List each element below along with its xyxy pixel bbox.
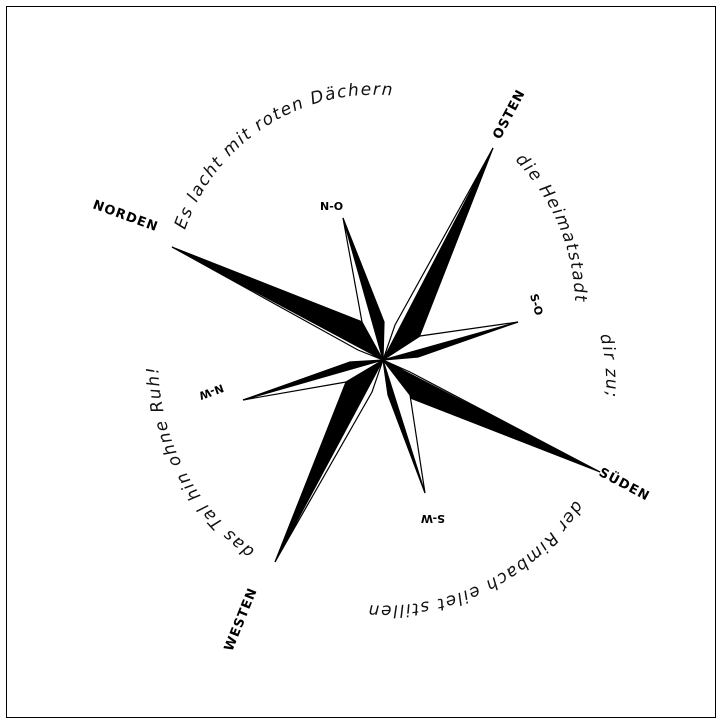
- label-s-o: S-O: [527, 292, 545, 316]
- label-sueden: SÜDEN: [596, 464, 653, 504]
- label-westen: WESTEN: [222, 586, 261, 654]
- poem-line-4: der Rimbach eilet stillen: [367, 497, 588, 620]
- label-s-w: S-W: [421, 512, 445, 525]
- label-n-w: N-W: [197, 381, 225, 402]
- poem-line-1: Es lacht mit roten Dächern: [171, 80, 395, 232]
- label-n-o: N-O: [320, 200, 343, 213]
- poem-line-3: dir zu;: [595, 332, 621, 399]
- label-osten: OSTEN: [490, 87, 529, 142]
- label-norden: NORDEN: [91, 198, 160, 236]
- poem-line-2: die Heimatstadt: [511, 150, 590, 304]
- compass-star: [172, 148, 600, 562]
